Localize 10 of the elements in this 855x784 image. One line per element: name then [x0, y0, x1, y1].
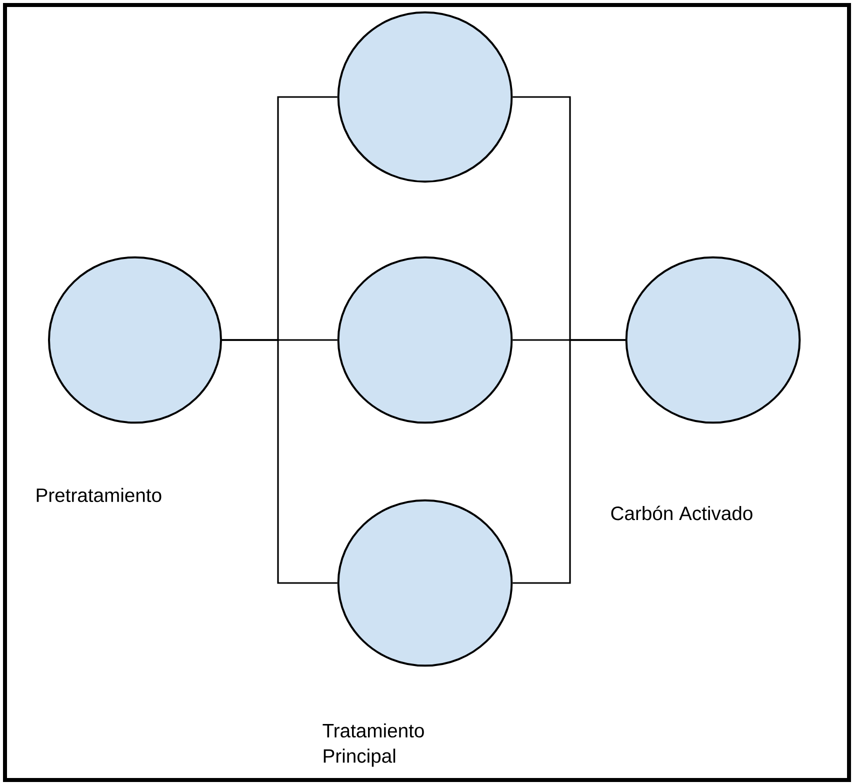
process-circle: [337, 499, 513, 667]
node-caption: Tratamiento Principal: [322, 723, 424, 767]
process-circle: [337, 11, 513, 183]
stage-label: Carbón Activado: [611, 506, 752, 520]
connector-line: [512, 339, 626, 584]
process-circle: [625, 256, 801, 424]
process-circle: [337, 256, 513, 424]
node-caption: Pretratamiento: [36, 488, 162, 502]
process-circle: [48, 256, 222, 424]
connector-line: [222, 339, 338, 584]
